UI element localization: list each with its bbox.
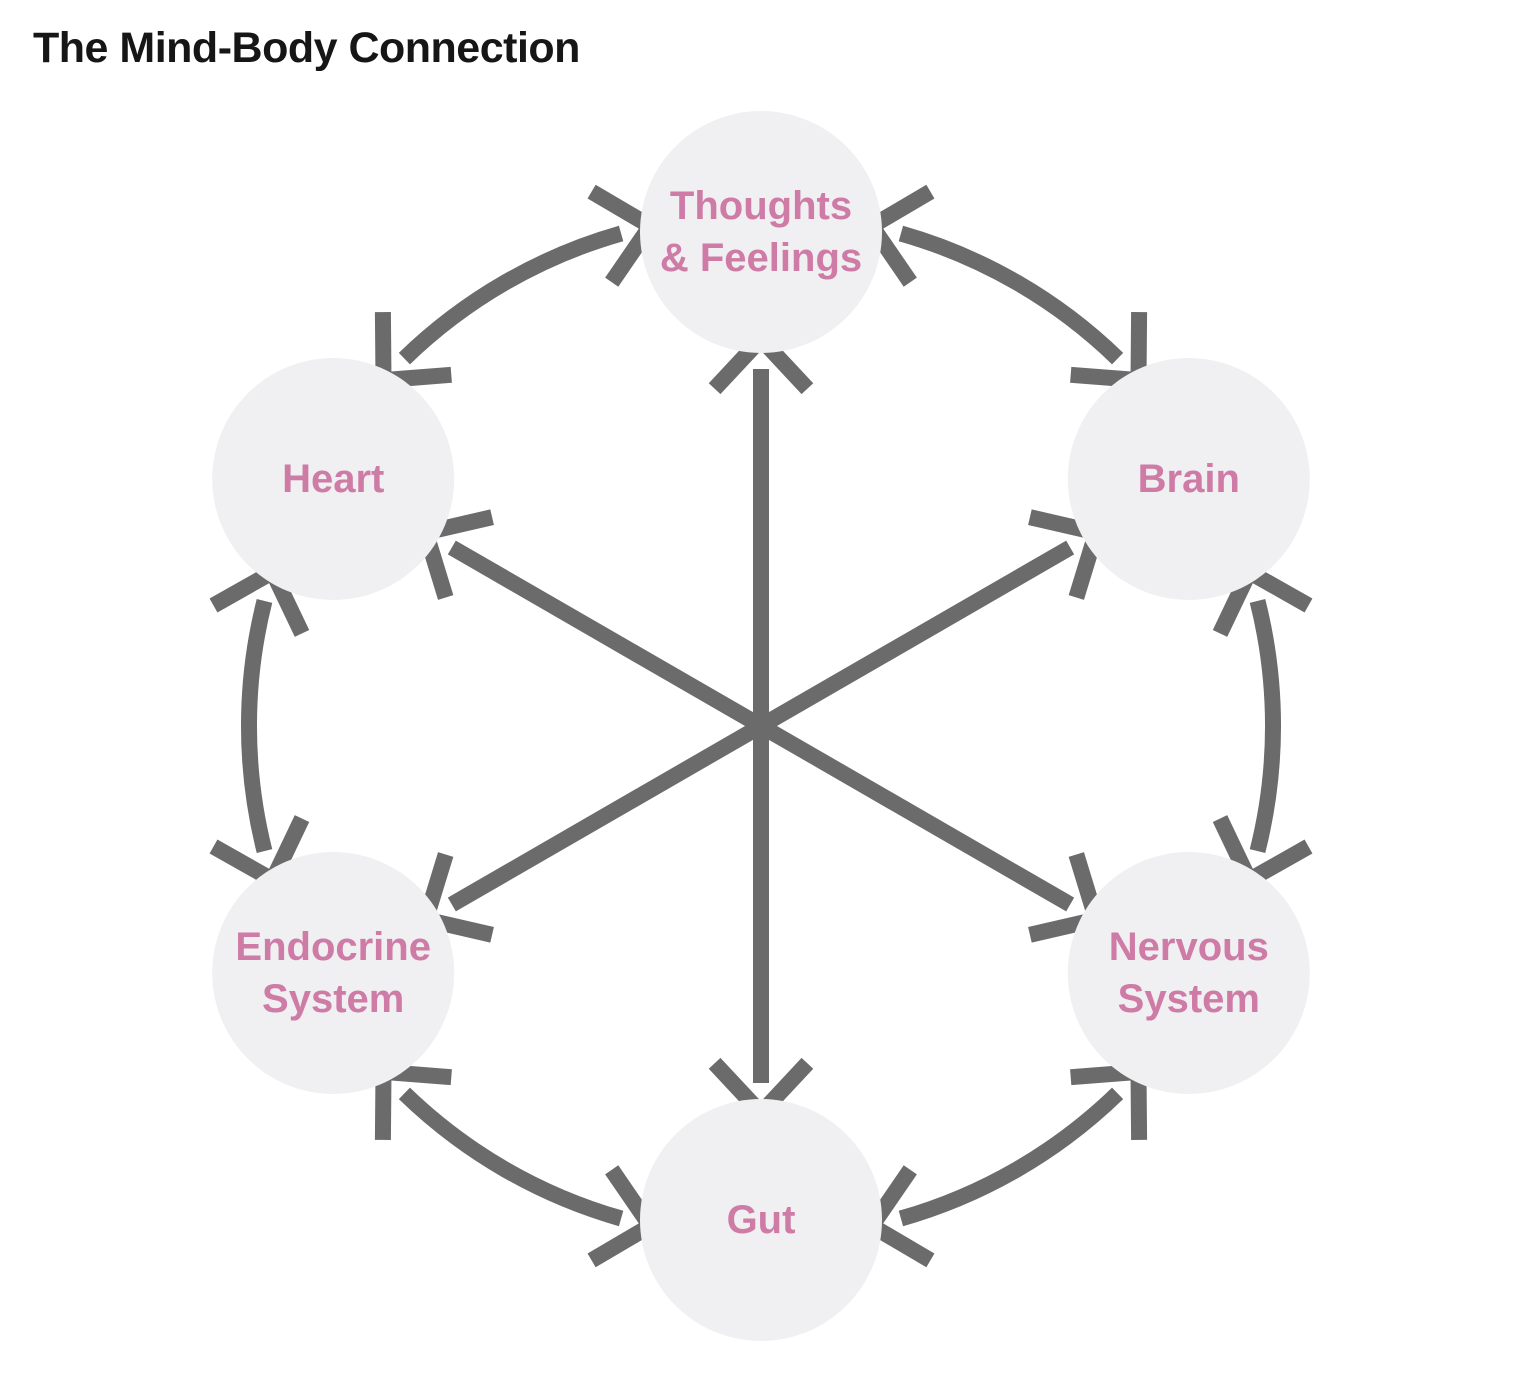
curved-arrow-gut-endocrine — [374, 1063, 662, 1268]
node-brain: Brain — [1067, 358, 1310, 600]
node-circle-nervous — [1067, 852, 1310, 1094]
node-circle-endocrine — [212, 852, 455, 1094]
node-circle-thoughts — [640, 111, 882, 353]
node-circle-heart — [212, 358, 455, 600]
diagram-title: The Mind-Body Connection — [33, 24, 580, 72]
node-thoughts: Thoughts& Feelings — [640, 111, 882, 353]
curved-arrow-brain-nervous — [1212, 560, 1313, 892]
curved-arrow-endocrine-heart — [209, 560, 310, 892]
curved-arrow-heart-thoughts — [374, 184, 662, 389]
arrow-shaft — [898, 225, 1124, 365]
node-label-thoughts: Thoughts& Feelings — [660, 184, 862, 280]
arrow-shaft — [398, 225, 624, 365]
arrow-shaft — [240, 598, 273, 854]
node-circle-gut — [640, 1099, 882, 1341]
arrow-shaft — [1249, 598, 1282, 854]
node-circle-brain — [1067, 358, 1310, 600]
arrow-shaft — [898, 1087, 1124, 1227]
node-heart: Heart — [212, 358, 455, 600]
node-label-brain: Brain — [1138, 457, 1240, 501]
node-label-heart: Heart — [282, 457, 384, 501]
curved-arrow-nervous-gut — [860, 1063, 1148, 1268]
node-gut: Gut — [640, 1099, 882, 1341]
arrow-shaft — [398, 1087, 624, 1227]
curved-arrow-thoughts-brain — [860, 184, 1148, 389]
arrow-shaft — [447, 540, 1075, 912]
node-label-gut: Gut — [727, 1198, 796, 1242]
